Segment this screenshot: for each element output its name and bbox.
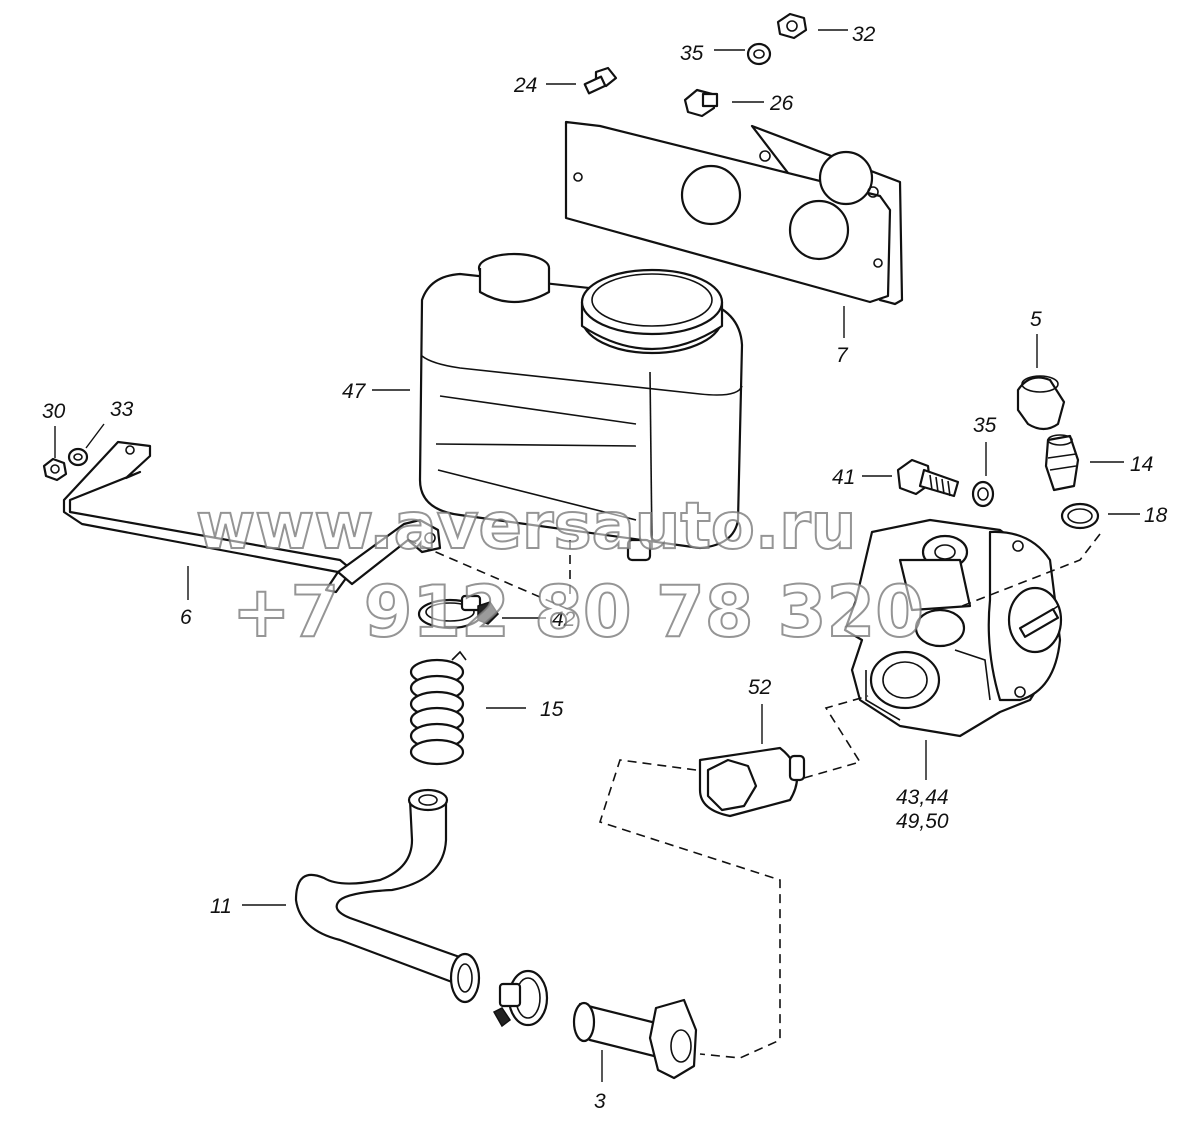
- part-7-bracket-plate: [564, 120, 904, 306]
- part-33-washer: [67, 447, 89, 467]
- part-35-washer-right: [971, 480, 995, 508]
- callout-15: 15: [540, 698, 564, 721]
- callout-14: 14: [1130, 453, 1153, 476]
- callout-47: 47: [342, 380, 367, 403]
- leader-lines: [54, 29, 1140, 1082]
- part-41-bolt: [896, 458, 960, 498]
- callout-6: 6: [180, 606, 192, 629]
- part-43-44-49-50-steering-pump: [843, 518, 1063, 738]
- watermark-site: www.aversauto.ru: [196, 490, 856, 564]
- callout-30: 30: [42, 400, 66, 423]
- callout-42: 42: [552, 608, 576, 631]
- callout-11: 11: [210, 895, 232, 918]
- part-52-plug: [698, 746, 806, 818]
- watermark-phone: +7 912 80 78 320: [232, 571, 924, 653]
- part-30-nut: [42, 457, 68, 482]
- hose-end-clamp: [492, 969, 549, 1028]
- part-42-hose-clamp: [417, 594, 499, 630]
- callout-52: 52: [748, 676, 772, 699]
- watermark: www.aversauto.ru +7 912 80 78 320: [195, 489, 925, 654]
- callout-43-44: 43,44: [896, 786, 949, 809]
- part-26-flanged-bolt: [683, 88, 719, 118]
- part-6-support-bracket: [62, 440, 442, 594]
- callout-49-50: 49,50: [896, 810, 949, 833]
- part-32-hex-nut: [776, 12, 808, 40]
- callout-3: 3: [594, 1090, 606, 1113]
- callout-labels: 32 35 24 26 7 5 47 30 33 35 41 14 18 6 4…: [42, 23, 1168, 1113]
- part-18-o-ring: [1060, 502, 1100, 530]
- part-5-cap: [1016, 375, 1066, 431]
- callout-35-right: 35: [973, 414, 997, 437]
- callout-7: 7: [836, 344, 849, 367]
- callout-5: 5: [1030, 308, 1042, 331]
- part-11-hose: [294, 788, 481, 1004]
- callout-24: 24: [513, 74, 537, 97]
- assembly-dashed-lines: [407, 533, 1101, 1059]
- part-24-bolt: [583, 66, 618, 95]
- part-35-washer-top: [746, 42, 772, 66]
- callout-18: 18: [1144, 504, 1168, 527]
- part-15-coil-spring: [409, 650, 467, 766]
- callout-32: 32: [852, 23, 876, 46]
- callout-35-top: 35: [680, 42, 704, 65]
- callout-41: 41: [832, 466, 855, 489]
- part-3-hose-fitting: [572, 998, 698, 1080]
- callout-26: 26: [769, 92, 794, 115]
- part-47-fluid-reservoir: [418, 252, 744, 562]
- part-14-union-fitting: [1044, 434, 1080, 492]
- callout-33: 33: [110, 398, 134, 421]
